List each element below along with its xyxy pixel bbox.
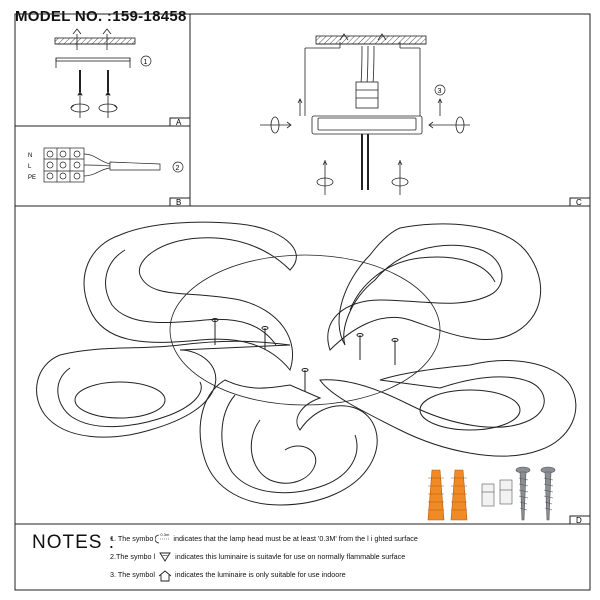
wall-anchor-right (450, 469, 468, 521)
step-1-number: 1 (144, 59, 148, 66)
panel-c-letter: C (576, 198, 582, 207)
model-label: MODEL NO. : (15, 8, 113, 25)
plastic-plug-left (481, 483, 495, 507)
luminaire-drawing (36, 221, 577, 506)
panel-frames (14, 13, 591, 591)
distance-0.3m-icon: 0.3m (155, 532, 171, 544)
step-2-number: 2 (176, 165, 180, 172)
terminal-label-n: N (28, 153, 32, 159)
screw-left (515, 466, 531, 521)
note-1: 1. The symbo 0.3m indicates that the lam… (110, 532, 418, 544)
panel-a-bracket-drawing (54, 28, 136, 118)
indoor-house-icon (157, 570, 173, 582)
step-2-circle (172, 161, 184, 173)
flammable-surface-triangle-icon (157, 552, 173, 562)
panel-b-terminal-drawing (43, 147, 161, 183)
panel-d-letter: D (576, 516, 582, 525)
panel-a-letter: A (176, 118, 182, 127)
panel-b-letter: B (176, 198, 181, 207)
terminal-label-pe: PE (28, 175, 36, 181)
step-3-circle (434, 84, 446, 96)
plastic-plug-right (499, 479, 513, 505)
terminal-label-l: L (28, 164, 32, 170)
panel-c-canopy-drawing (260, 33, 470, 195)
screw-right (540, 466, 556, 521)
model-number: 159-18458 (112, 8, 187, 25)
notes-title: NOTES : (32, 532, 116, 553)
step-3-number: 3 (438, 88, 442, 95)
wall-anchor-left (427, 469, 445, 521)
step-1-circle (140, 55, 152, 67)
note-2: 2.The symbo l indicates this luminaire i… (110, 552, 406, 562)
note-3: 3. The symbol indicates the luminaire is… (110, 570, 346, 582)
outer-frame (14, 13, 591, 591)
model-number-title: MODEL NO. :159-18458 (15, 8, 187, 25)
